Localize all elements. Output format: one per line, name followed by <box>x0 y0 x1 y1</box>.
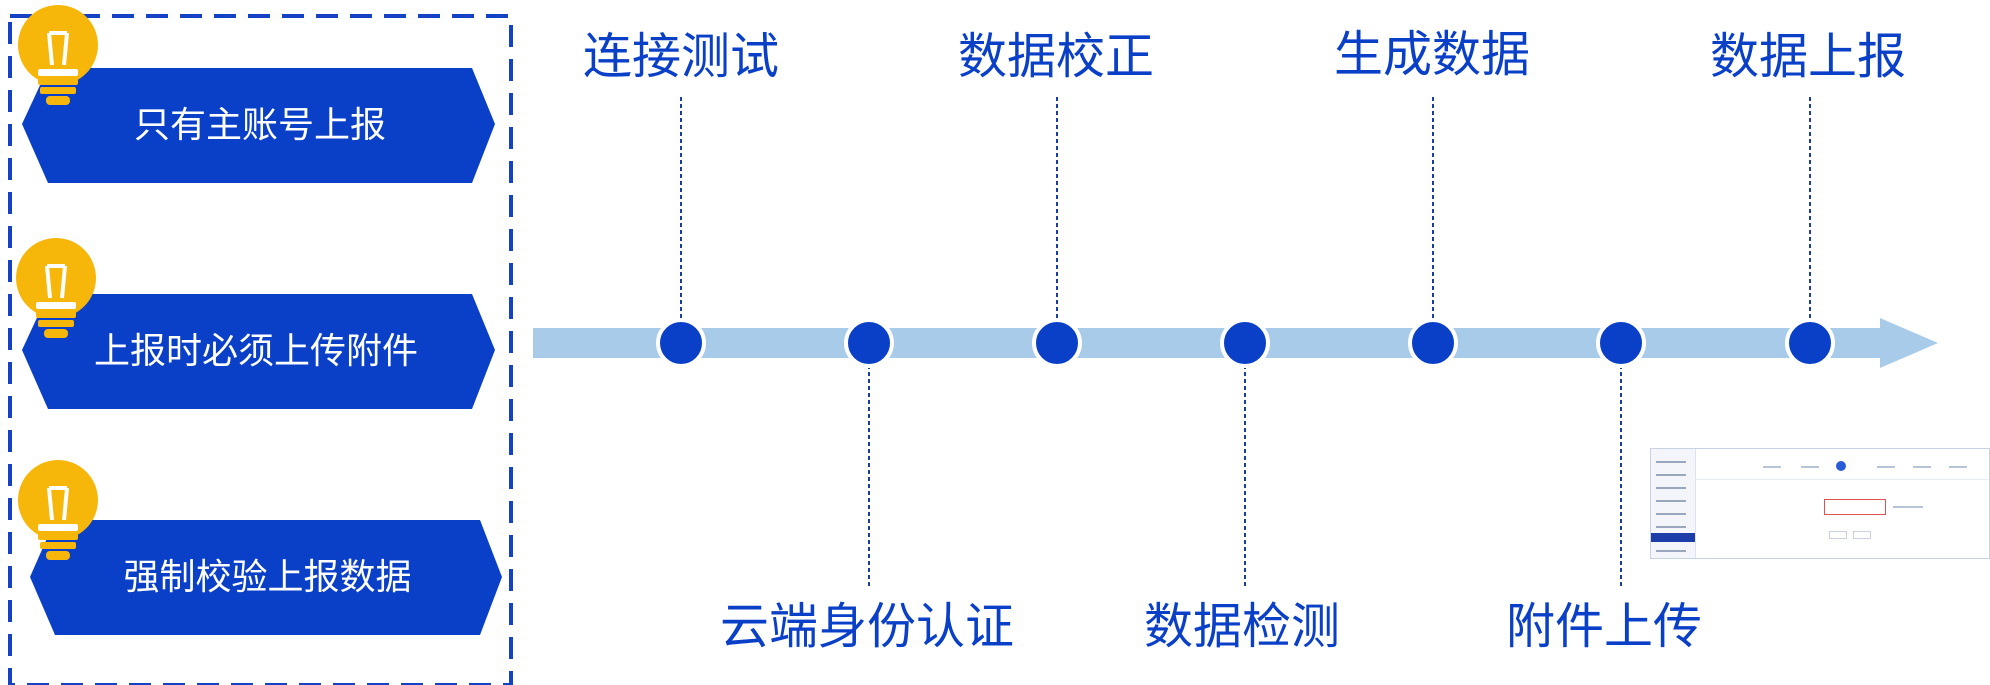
thumbnail-menu-line <box>1656 550 1686 552</box>
thumbnail-menu-line <box>1656 500 1686 502</box>
lightbulb-icon <box>18 460 98 560</box>
timeline-step-label: 数据检测 <box>1143 598 1341 655</box>
timeline-step-label: 附件上传 <box>1505 598 1703 655</box>
thumbnail-step <box>1877 466 1895 468</box>
timeline-node <box>1032 318 1082 368</box>
timeline-arrowhead <box>1880 318 1938 368</box>
thumbnail-upload-field <box>1824 499 1886 515</box>
timeline-bar <box>533 328 1885 358</box>
timeline-step-label: 生成数据 <box>1333 26 1531 83</box>
timeline-node <box>844 318 894 368</box>
thumbnail-menu-line <box>1656 474 1686 476</box>
thumbnail-step <box>1913 466 1931 468</box>
thumbnail-step <box>1801 466 1819 468</box>
feature-label: 上报时必须上传附件 <box>93 331 418 372</box>
timeline-step-label: 云端身份认证 <box>719 598 1015 655</box>
feature-badge-shape <box>22 68 495 183</box>
feature-frame <box>8 14 513 685</box>
thumbnail-menu-line <box>1656 513 1686 515</box>
thumbnail-menu-line <box>1656 526 1686 528</box>
timeline-step-label: 数据校正 <box>957 28 1155 85</box>
feature-label: 强制校验上报数据 <box>123 556 412 598</box>
timeline-node <box>1408 318 1458 368</box>
thumbnail-button <box>1853 531 1871 539</box>
timeline-step-label: 数据上报 <box>1709 28 1907 85</box>
thumbnail-step <box>1949 466 1967 468</box>
feature-badge-shape <box>30 520 502 635</box>
timeline-step-label: 连接测试 <box>582 28 780 85</box>
feature-badge-shape <box>22 294 495 409</box>
lightbulb-icon <box>18 5 98 105</box>
timeline-node <box>1220 318 1270 368</box>
feature-label: 只有主账号上报 <box>133 104 386 146</box>
timeline-node <box>1596 318 1646 368</box>
thumbnail-menu-line <box>1656 461 1686 463</box>
thumbnail-text <box>1893 506 1923 508</box>
timeline-node <box>1785 318 1835 368</box>
lightbulb-icon <box>16 238 96 338</box>
timeline-node <box>656 318 706 368</box>
thumbnail-step-dot <box>1836 461 1846 471</box>
upload-page-screenshot <box>1650 448 1990 559</box>
thumbnail-button <box>1829 531 1847 539</box>
thumbnail-divider <box>1695 479 1989 480</box>
thumbnail-active-menu <box>1651 533 1695 542</box>
thumbnail-menu-line <box>1656 487 1686 489</box>
thumbnail-step <box>1763 466 1781 468</box>
